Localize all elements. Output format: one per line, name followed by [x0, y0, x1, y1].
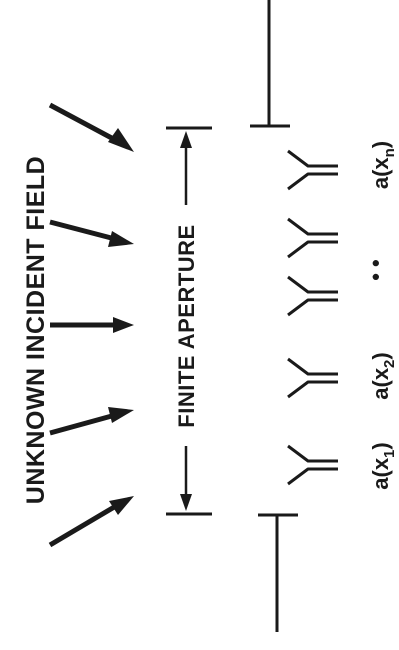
array-element — [287, 275, 338, 317]
incident-field-label: UNKNOWN INCIDENT FIELD — [22, 156, 50, 504]
element-label-xn: a(xn) — [368, 141, 398, 189]
aperture-label: FINITE APERTURE — [174, 224, 199, 427]
incident-arrows — [48, 102, 134, 548]
aperture-arrowhead-top — [180, 131, 192, 148]
incident-arrow — [50, 317, 134, 333]
array-element — [287, 217, 338, 259]
ellipsis-dots: • • — [363, 259, 388, 281]
incident-arrow — [49, 219, 134, 247]
element-label-x1: a(x1) — [368, 442, 398, 489]
aperture-screen — [250, 0, 298, 632]
element-label-x2: a(x2) — [368, 352, 398, 399]
incident-arrow — [48, 102, 134, 152]
aperture-dimension — [166, 126, 212, 516]
array-element — [287, 444, 338, 486]
incident-arrow — [49, 407, 134, 436]
array-elements — [287, 149, 338, 486]
incident-arrow — [48, 496, 134, 548]
array-element — [287, 149, 338, 191]
array-element — [287, 357, 338, 399]
aperture-arrowhead-bottom — [180, 494, 192, 511]
